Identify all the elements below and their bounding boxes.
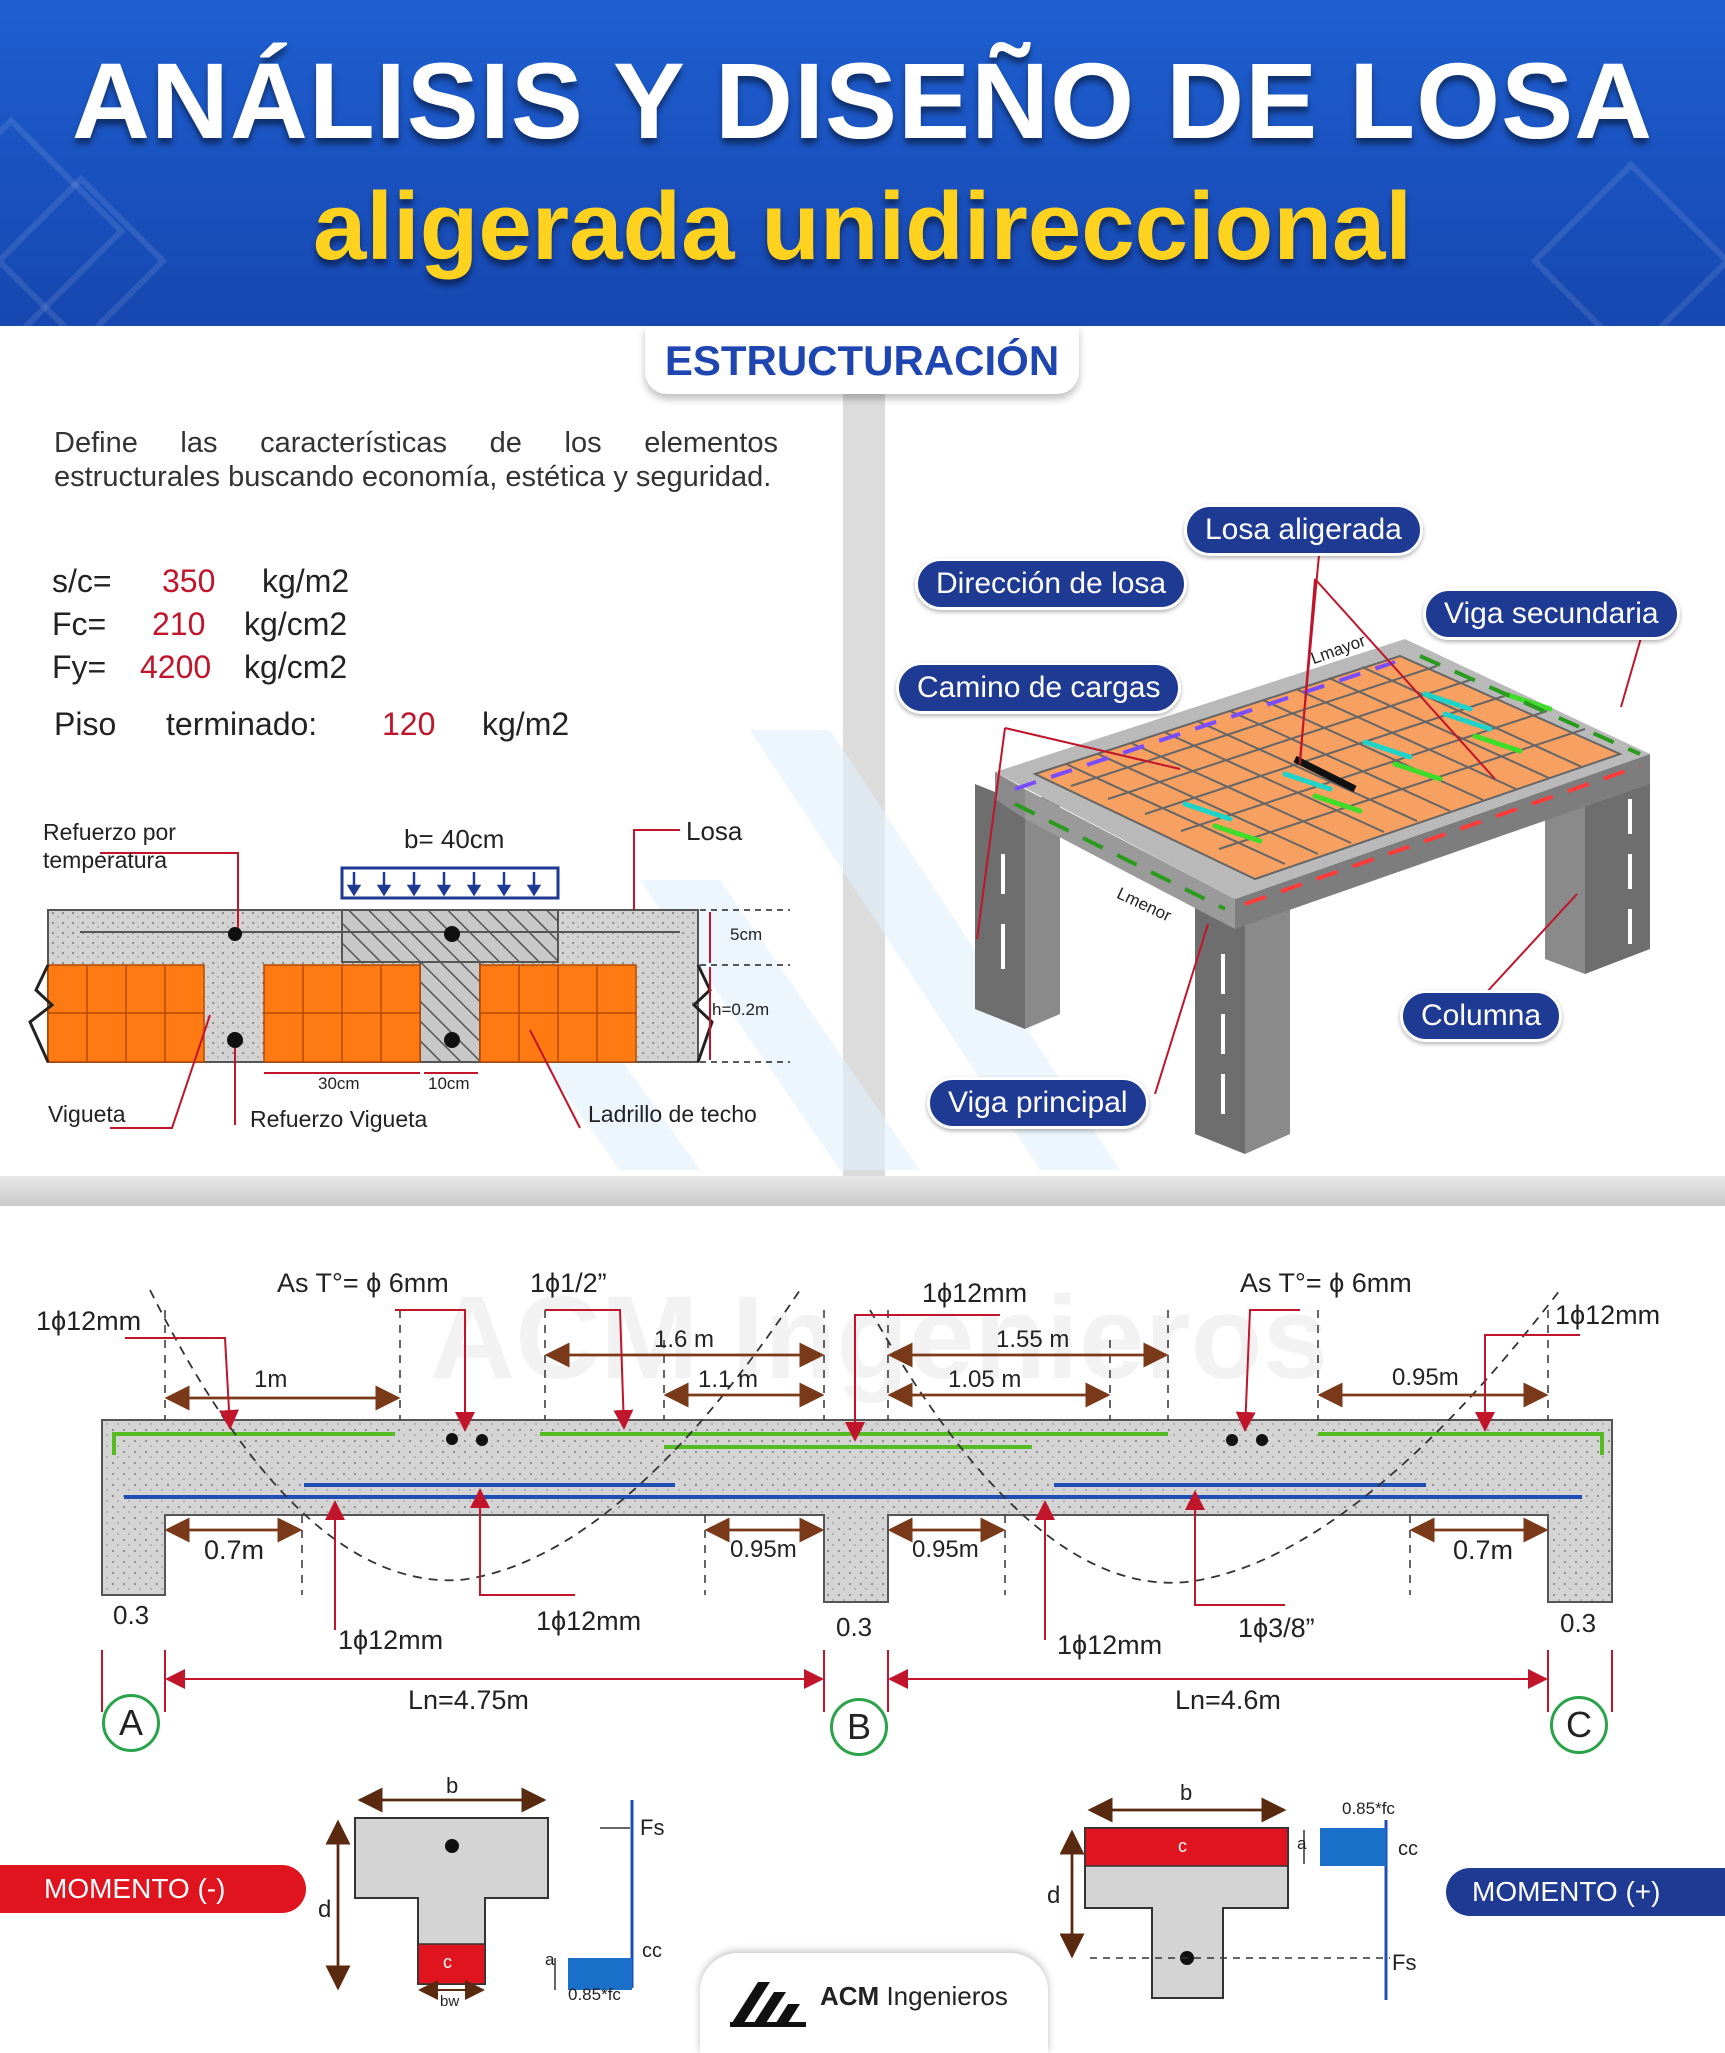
- beam-label-bottom-1: 1ϕ12mm: [338, 1625, 444, 1655]
- label-refuerzo-temperatura: Refuerzo por temperatura: [43, 819, 176, 873]
- support-width-c: 0.3: [1560, 1608, 1597, 1638]
- beam-label-top-4: 1ϕ12mm: [922, 1278, 1028, 1308]
- label-losa-aligerada: Losa aligerada: [1184, 504, 1423, 556]
- beam-dim-1-6m: 1.6 m: [654, 1326, 715, 1353]
- footer-brand: ACM Ingenieros: [820, 1981, 1008, 2011]
- beam-dim-1-55m: 1.55 m: [996, 1326, 1070, 1353]
- beam-label-top-2: As T°= ϕ 6mm: [277, 1268, 449, 1298]
- panel-divider: [0, 1176, 1725, 1206]
- watermark: ACM Ingenieros: [430, 1272, 1329, 1404]
- beam-label-top-6: 1ϕ12mm: [1555, 1300, 1661, 1330]
- label-w30: 30cm: [318, 1074, 360, 1093]
- beam-dim-bottom-4: 0.7m: [1453, 1535, 1514, 1565]
- page-subtitle: aligerada unidireccional: [312, 173, 1413, 280]
- pos-fc: 0.85*fc: [1342, 1799, 1395, 1818]
- label-h: h=0.2m: [712, 1000, 770, 1019]
- label-direccion-losa: Dirección de losa: [915, 558, 1188, 610]
- support-b: B: [830, 1698, 888, 1756]
- beam-label-bottom-3: 1ϕ12mm: [1057, 1630, 1163, 1660]
- intro-text: Define las características de los elemen…: [54, 427, 778, 493]
- neg-fc: 0.85*fc: [568, 1985, 621, 2004]
- moment-negative-diagram: [325, 1787, 634, 2000]
- label-ladrillo: Ladrillo de techo: [588, 1101, 757, 1127]
- moment-positive-diagram: [1060, 1797, 1390, 2000]
- label-vigueta: Vigueta: [48, 1101, 126, 1127]
- label-b-width: b= 40cm: [404, 824, 505, 854]
- label-h5: 5cm: [730, 925, 763, 944]
- label-viga-secundaria: Viga secundaria: [1423, 588, 1680, 640]
- beam-label-top-3: 1ϕ1/2”: [530, 1268, 607, 1298]
- label-camino-cargas: Camino de cargas: [896, 662, 1182, 714]
- beam-dim-1-1m: 1.1 m: [698, 1366, 759, 1393]
- label-columna: Columna: [1400, 990, 1563, 1042]
- pos-fs: Fs: [1392, 1950, 1417, 1975]
- beam-dim-bottom-1: 0.7m: [204, 1535, 265, 1565]
- section-tab: ESTRUCTURACIÓN: [645, 326, 1079, 394]
- tag-momento-positivo: MOMENTO (+): [1446, 1868, 1725, 1916]
- beam-elevation-diagram: [101, 1289, 1613, 1712]
- pos-a: a: [1297, 1834, 1307, 1853]
- label-losa: Losa: [686, 816, 743, 846]
- neg-fs: Fs: [640, 1815, 665, 1840]
- isometric-slab-diagram: [975, 543, 1650, 1154]
- pos-d: d: [1047, 1882, 1061, 1909]
- neg-a: a: [545, 1950, 555, 1969]
- beam-label-bottom-2: 1ϕ12mm: [536, 1606, 642, 1636]
- support-width-a: 0.3: [113, 1600, 150, 1630]
- beam-label-top-1: 1ϕ12mm: [36, 1306, 142, 1336]
- footer-logo: ACM Ingenieros: [700, 1953, 1048, 2053]
- page-title: ANÁLISIS Y DISEÑO DE LOSA: [71, 40, 1654, 161]
- pos-cc: cc: [1398, 1838, 1418, 1860]
- beam-label-top-5: As T°= ϕ 6mm: [1240, 1268, 1412, 1298]
- support-width-b: 0.3: [836, 1612, 873, 1642]
- neg-cc: cc: [642, 1940, 662, 1962]
- tag-momento-negativo: MOMENTO (-): [0, 1865, 306, 1913]
- beam-dim-bottom-2: 0.95m: [730, 1536, 797, 1563]
- header-banner: ANÁLISIS Y DISEÑO DE LOSA aligerada unid…: [0, 0, 1725, 326]
- span-bc: Ln=4.6m: [1175, 1685, 1281, 1715]
- label-viga-principal: Viga principal: [927, 1077, 1149, 1129]
- neg-d: d: [318, 1896, 332, 1923]
- label-refuerzo-vigueta: Refuerzo Vigueta: [250, 1106, 428, 1132]
- label-w10: 10cm: [428, 1074, 470, 1093]
- pos-c: c: [1178, 1836, 1187, 1856]
- acm-logo-icon: [730, 1982, 806, 2027]
- beam-dim-1m: 1m: [254, 1366, 288, 1393]
- beam-dim-0-95m: 0.95m: [1392, 1364, 1459, 1391]
- beam-dim-bottom-3: 0.95m: [912, 1536, 979, 1563]
- pos-b: b: [1180, 1780, 1193, 1805]
- neg-b: b: [446, 1773, 459, 1798]
- slab-section-diagram: [28, 829, 790, 1129]
- support-c: C: [1550, 1696, 1608, 1754]
- beam-dim-1-05m: 1.05 m: [948, 1366, 1022, 1393]
- neg-c: c: [443, 1952, 452, 1972]
- neg-bw: bw: [440, 1993, 460, 2010]
- span-ab: Ln=4.75m: [408, 1685, 529, 1715]
- beam-label-bottom-4: 1ϕ3/8”: [1238, 1613, 1315, 1643]
- support-a: A: [102, 1694, 160, 1752]
